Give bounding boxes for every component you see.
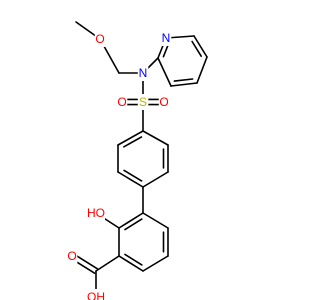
atom-label-oc: O: [67, 249, 76, 263]
bond-pa4-pa5-inner: [173, 78, 194, 82]
atom-label-ooh: OH: [87, 290, 105, 300]
atom-label-background: [137, 94, 149, 110]
atom-label-os1: O: [117, 95, 126, 109]
bond-c3-c4: [118, 255, 144, 272]
atom-label-background: [87, 205, 105, 221]
atom-label-background: [160, 30, 172, 46]
bond-b6-b1: [142, 130, 169, 146]
atom-label-background: [116, 94, 128, 110]
bond-pa5-pa1: [157, 57, 172, 87]
atom-label-background: [87, 289, 105, 300]
atom-label-background: [158, 94, 170, 110]
bond-c6-c1: [142, 212, 169, 229]
bond-b3-b4-inner: [123, 169, 143, 182]
bond-b1-b2-inner: [123, 136, 143, 148]
atom-label-npy: N: [162, 31, 171, 45]
atom-label-background: [94, 31, 106, 47]
atom-label-background: [66, 248, 78, 264]
atom-label-background: [137, 65, 149, 81]
bond-b3-b4: [117, 171, 144, 188]
atom-label-s1: S: [139, 95, 147, 109]
bond-pa2-pa3: [193, 35, 208, 58]
atom-label-n1: N: [139, 66, 148, 80]
bond-c1-c2-inner: [124, 218, 143, 231]
bond-layer: [69, 21, 208, 298]
bond-c3-c4-inner: [124, 253, 143, 266]
bond-c1-c2: [118, 212, 144, 229]
atom-label-o1: O: [95, 32, 104, 46]
bond-pa3-pa4: [196, 56, 208, 84]
bond-pa2-pa3-inner: [191, 40, 202, 58]
atom-label-os2: O: [159, 95, 168, 109]
bond-b4-b5: [142, 171, 169, 188]
bond-pa4-pa5: [170, 82, 198, 87]
atom-label-oh: HO: [87, 206, 105, 220]
bond-b1-b2: [117, 130, 144, 146]
bond-cc-oc-second: [72, 253, 99, 270]
bond-c3-cc: [95, 255, 120, 272]
bond-c4-c5: [142, 255, 169, 272]
